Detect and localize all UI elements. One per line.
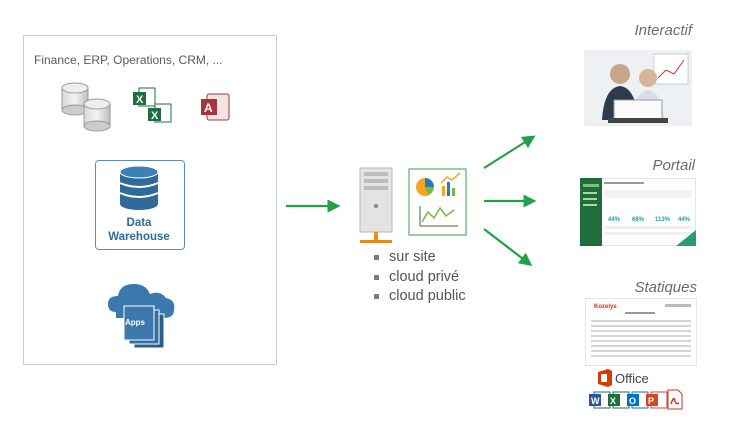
- portal-kpi-3: 113%: [655, 217, 671, 223]
- office-logo-icon: [598, 369, 612, 387]
- deployment-list: sur site cloud privé cloud public: [372, 248, 466, 307]
- apps-label: Apps: [125, 318, 145, 327]
- portal-kpi-1: 44%: [608, 217, 621, 223]
- svg-text:O: O: [629, 396, 636, 406]
- report-logo: Kozelys: [594, 304, 617, 310]
- statiques-title: Statiques: [634, 279, 697, 296]
- portal-kpi-2: 68%: [632, 217, 645, 223]
- sources-caption: Finance, ERP, Operations, CRM, ...: [34, 53, 223, 67]
- svg-text:A: A: [204, 101, 213, 115]
- deployment-item-2: cloud privé: [372, 268, 466, 288]
- access-icon: A: [201, 93, 230, 121]
- interactive-users-photo: [584, 50, 692, 126]
- interactif-title: Interactif: [634, 22, 692, 39]
- portail-title: Portail: [652, 157, 695, 174]
- svg-text:P: P: [648, 396, 654, 406]
- deployment-item-1: sur site: [372, 248, 466, 268]
- svg-text:X: X: [610, 396, 616, 406]
- excel-icon: X: [608, 391, 630, 409]
- dashboard-charts-icon: [408, 168, 467, 236]
- portal-dashboard-mockup: [580, 178, 696, 246]
- excel-icon: X X: [133, 87, 172, 123]
- svg-text:X: X: [151, 110, 159, 122]
- dw-label-line1: Data: [126, 217, 152, 229]
- office-label: Office: [615, 371, 649, 386]
- database-icon: [61, 82, 111, 132]
- pdf-icon: [667, 389, 683, 410]
- data-warehouse-label: Data Warehouse: [95, 216, 183, 244]
- static-report-mockup: [585, 298, 697, 366]
- svg-text:W: W: [591, 396, 600, 406]
- apps-cloud-icon: [108, 284, 175, 349]
- svg-text:X: X: [136, 94, 144, 106]
- server-icon: [359, 167, 393, 243]
- dw-label-line2: Warehouse: [108, 231, 170, 243]
- word-icon: W: [589, 391, 611, 409]
- portal-kpi-4: 44%: [678, 217, 691, 223]
- powerpoint-icon: P: [646, 391, 668, 409]
- arrow-to-interactif: [483, 135, 536, 169]
- deployment-item-3: cloud public: [372, 287, 466, 307]
- database-icon: [119, 165, 159, 210]
- arrow-to-statiques: [483, 228, 533, 267]
